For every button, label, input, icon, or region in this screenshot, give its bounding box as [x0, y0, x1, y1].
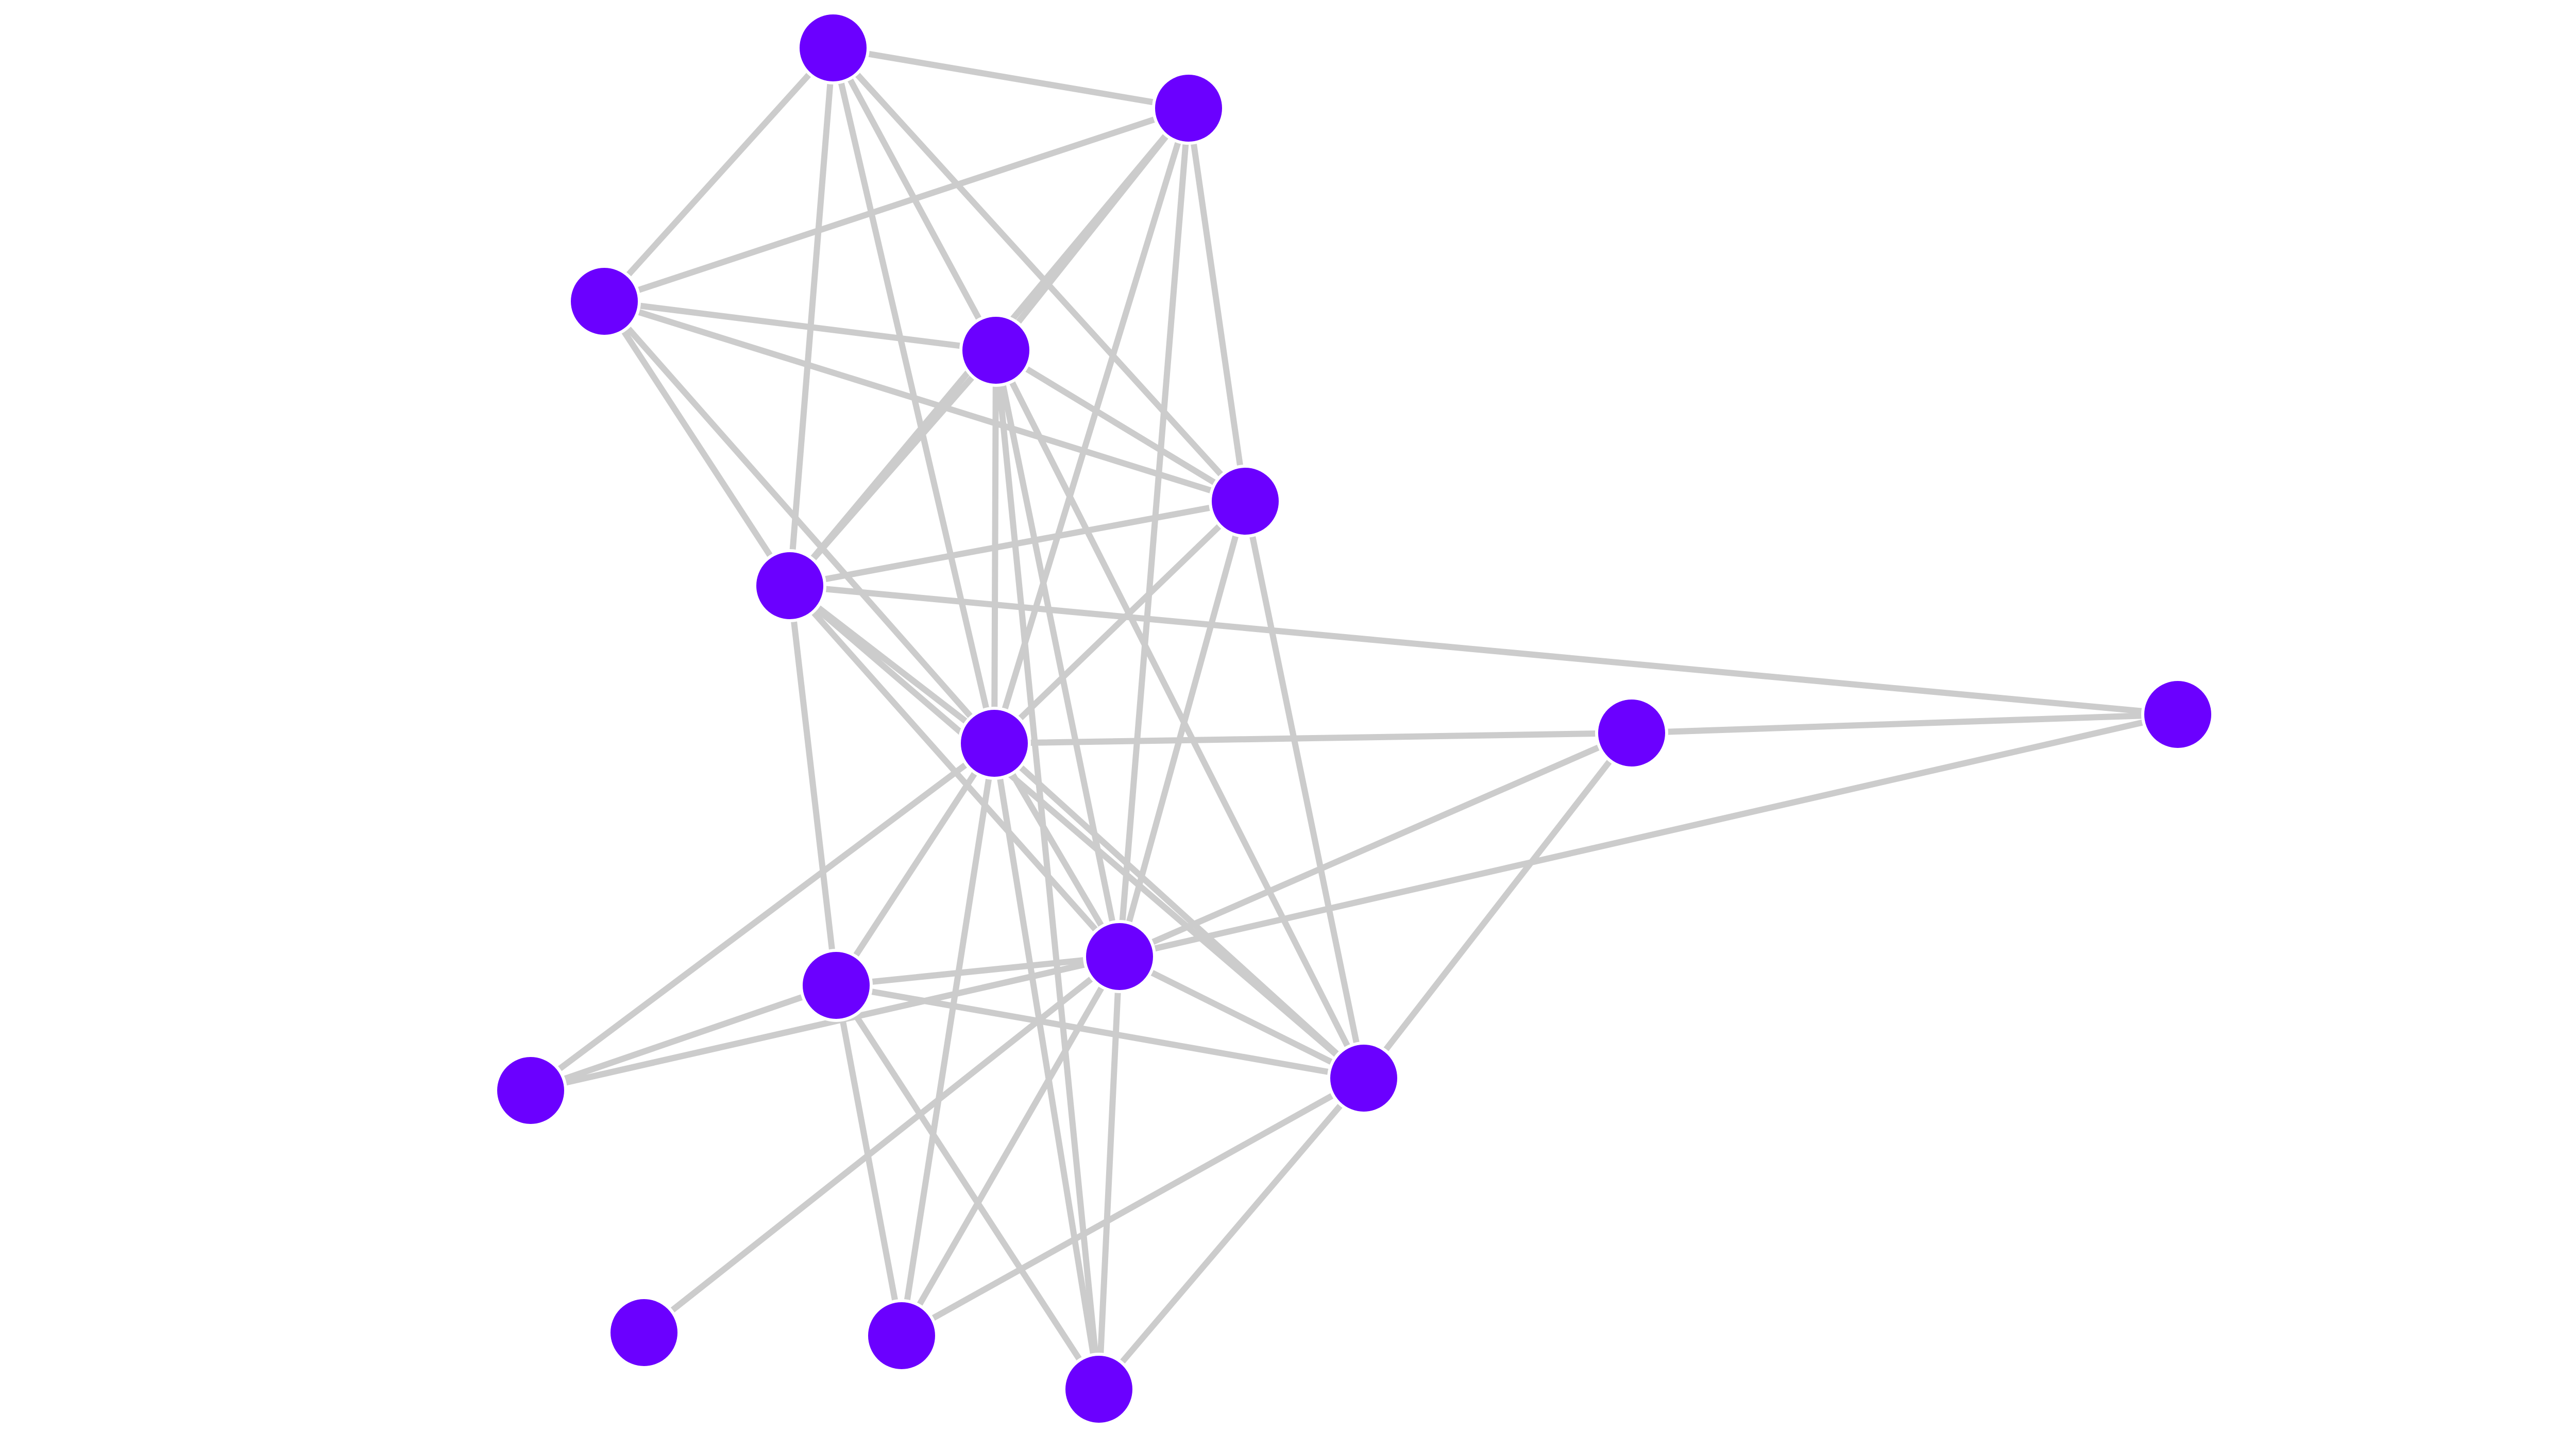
edge-n7-n9 [833, 740, 997, 988]
edge-n10-n14 [1096, 953, 1123, 1392]
node-n13[interactable] [2141, 678, 2214, 751]
edge-n8-n11 [1361, 730, 1635, 1081]
edge-n4-n6 [787, 347, 999, 589]
edge-n3-n7 [601, 298, 997, 746]
edge-n8-n10 [1116, 730, 1635, 960]
edge-n10-n15 [641, 953, 1123, 1336]
edge-n10-n13 [1116, 711, 2181, 960]
edge-n3-n5 [601, 298, 1248, 504]
node-n12[interactable] [494, 1054, 567, 1127]
node-n14[interactable] [1062, 1353, 1136, 1426]
edge-n4-n5 [993, 347, 1248, 504]
edge-n6-n11 [787, 583, 1367, 1081]
node-n1[interactable] [796, 11, 870, 84]
edge-n1-n5 [830, 45, 1248, 504]
edge-n1-n2 [830, 45, 1192, 111]
node-n4[interactable] [959, 314, 1032, 387]
edge-n5-n7 [991, 498, 1248, 746]
edge-n9-n11 [833, 982, 1367, 1081]
edge-n12-n10 [528, 953, 1123, 1094]
edge-n1-n3 [601, 45, 836, 304]
edge-n5-n11 [1242, 498, 1367, 1081]
edge-n2-n5 [1185, 105, 1248, 504]
edge-n7-n8 [991, 730, 1635, 746]
nodes-layer [494, 11, 2214, 1426]
edge-n3-n6 [601, 298, 793, 589]
edge-n6-n13 [787, 583, 2181, 718]
node-n15[interactable] [607, 1296, 681, 1369]
edge-n7-n16 [899, 740, 997, 1339]
node-n5[interactable] [1209, 465, 1282, 538]
edge-n9-n12 [528, 982, 839, 1094]
edge-n10-n16 [899, 953, 1123, 1339]
node-n16[interactable] [865, 1299, 938, 1372]
edge-n4-n11 [993, 347, 1367, 1081]
edge-n8-n13 [1629, 711, 2181, 736]
edge-n9-n14 [833, 982, 1102, 1392]
edge-n5-n6 [787, 498, 1248, 589]
edges-layer [528, 45, 2181, 1392]
edge-n5-n10 [1116, 498, 1248, 960]
edge-n11-n16 [899, 1075, 1367, 1339]
edge-n6-n9 [787, 583, 839, 988]
node-n11[interactable] [1327, 1042, 1400, 1115]
edge-n4-n10 [993, 347, 1123, 960]
node-n7[interactable] [958, 707, 1031, 780]
node-n8[interactable] [1595, 696, 1668, 770]
edge-n7-n10 [991, 740, 1123, 960]
edge-n1-n6 [787, 45, 836, 589]
edge-n7-n11 [991, 740, 1367, 1081]
node-n3[interactable] [568, 265, 641, 338]
edge-n2-n10 [1116, 105, 1192, 960]
edge-n7-n12 [528, 740, 997, 1094]
edge-n9-n10 [833, 953, 1123, 988]
node-n2[interactable] [1152, 72, 1225, 145]
edge-n10-n11 [1116, 953, 1367, 1081]
edge-n11-n14 [1096, 1075, 1367, 1392]
edge-n9-n16 [833, 982, 905, 1339]
edge-n2-n3 [601, 105, 1192, 304]
node-n6[interactable] [753, 549, 826, 622]
edge-n7-n14 [991, 740, 1102, 1392]
edge-n3-n4 [601, 298, 999, 353]
node-n10[interactable] [1083, 920, 1156, 993]
edge-n4-n14 [993, 347, 1102, 1392]
node-n9[interactable] [800, 949, 873, 1022]
